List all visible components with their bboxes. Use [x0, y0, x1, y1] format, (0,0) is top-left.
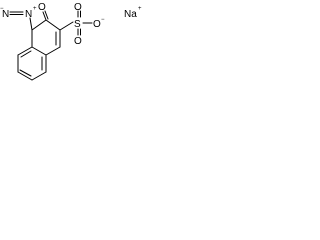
atom-sulfur: S: [74, 19, 81, 30]
bond-c4-c4a: [45, 46, 61, 56]
atom-oxygen-bottom: O: [74, 36, 82, 47]
atom-oxygen-top: O: [74, 2, 82, 13]
charge-minus-n: −: [0, 6, 4, 12]
atom-n-inner: N: [25, 9, 32, 20]
bond-c2-o-b: [44, 10, 49, 20]
charge-plus-na: +: [138, 6, 142, 12]
bond-c6-c7-inner: [19, 69, 32, 77]
structure-diagram: N − N + O S O O − O Na +: [0, 2, 142, 81]
atom-n-terminal: N: [2, 9, 9, 20]
bond-c4a-c8a: [31, 46, 47, 56]
bond-c5-c6: [31, 71, 47, 81]
bond-c2-o-a: [42, 11, 47, 21]
bond-c6-c7: [17, 71, 33, 81]
bond-c8-c8a-inner: [20, 50, 32, 58]
bond-n-c1: [29, 17, 33, 31]
atom-oxygen-keto: O: [38, 2, 46, 13]
bond-c4-s: [59, 21, 74, 31]
bond-c1-c2: [31, 19, 47, 31]
charge-plus-n: +: [33, 6, 37, 12]
atom-sodium: Na: [124, 9, 137, 20]
bond-c8-c8a: [17, 46, 33, 56]
atom-oxygen-right: O: [93, 19, 101, 30]
bond-c2-c3: [45, 19, 61, 31]
charge-minus-o: −: [101, 17, 105, 23]
